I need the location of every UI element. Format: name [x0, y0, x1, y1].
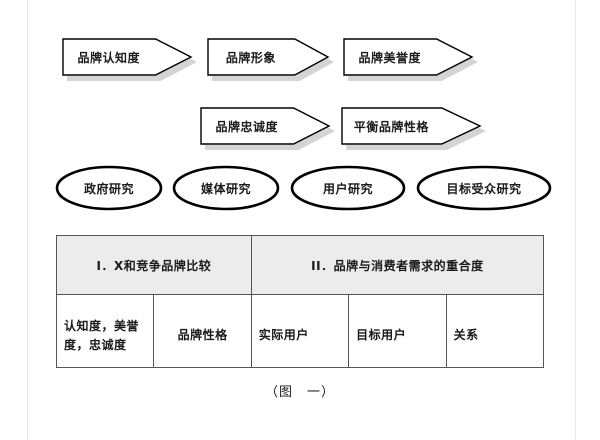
table-cell-1: 品牌性格 [153, 294, 252, 368]
research-ellipse-3: 目标受众研究 [416, 165, 552, 211]
flow-arrow-outline [62, 38, 193, 76]
flow-arrow-label: 品牌忠诚度 [215, 119, 279, 134]
page-margin-guide-right [575, 0, 576, 440]
flow-arrow-0-1: 品牌形象 [207, 38, 334, 81]
ellipse-label: 用户研究 [322, 181, 373, 196]
flow-arrow-label: 平衡品牌性格 [353, 119, 429, 134]
flow-arrow-1-1: 平衡品牌性格 [341, 107, 486, 150]
table-cell-0: 认知度，美誉度，忠诚度 [55, 294, 155, 368]
table-cell-text: 认知度，美誉度，忠诚度 [64, 318, 140, 352]
table-cell-text: 实际用户 [258, 328, 309, 342]
figure-caption: （图 一） [264, 385, 335, 400]
flow-arrow-label: 品牌美誉度 [358, 50, 422, 65]
ellipse-label: 媒体研究 [200, 181, 251, 196]
flow-arrow-outline [341, 107, 482, 145]
flow-arrow-outline [200, 107, 331, 145]
table-header-cell-1: II．品牌与消费者需求的重合度 [250, 235, 545, 295]
flow-arrow-0-0: 品牌认知度 [62, 38, 197, 81]
table-cell-4: 关系 [445, 294, 545, 368]
table-cell-text: 关系 [453, 328, 479, 342]
table-header-cell-0: I．X和竞争品牌比较 [56, 235, 252, 295]
flow-arrow-outline [343, 38, 474, 76]
table-cell-2: 实际用户 [250, 294, 350, 368]
table-cell-text: 品牌性格 [177, 328, 228, 342]
flow-arrow-1-0: 品牌忠诚度 [200, 107, 335, 150]
research-ellipse-2: 用户研究 [290, 165, 406, 211]
ellipse-label: 目标受众研究 [446, 181, 522, 196]
table-row: 认知度，美誉度，忠诚度 品牌性格 实际用户 目标用户 关系 [55, 294, 545, 368]
research-ellipse-1: 媒体研究 [172, 165, 280, 211]
ellipse-outline [416, 165, 552, 211]
ellipse-outline [55, 165, 163, 211]
research-ellipse-0: 政府研究 [55, 165, 163, 211]
flow-arrow-label: 品牌形象 [225, 50, 276, 65]
flow-arrow-label: 品牌认知度 [77, 50, 141, 65]
ellipse-outline [172, 165, 280, 211]
table-cell-text: 目标用户 [356, 328, 407, 342]
flow-arrow-0-2: 品牌美誉度 [343, 38, 478, 81]
page-margin-guide-left [27, 0, 28, 440]
flow-arrow-outline [207, 38, 330, 76]
ellipse-label: 政府研究 [83, 181, 134, 196]
table-cell-3: 目标用户 [348, 294, 447, 368]
ellipse-outline [290, 165, 406, 211]
